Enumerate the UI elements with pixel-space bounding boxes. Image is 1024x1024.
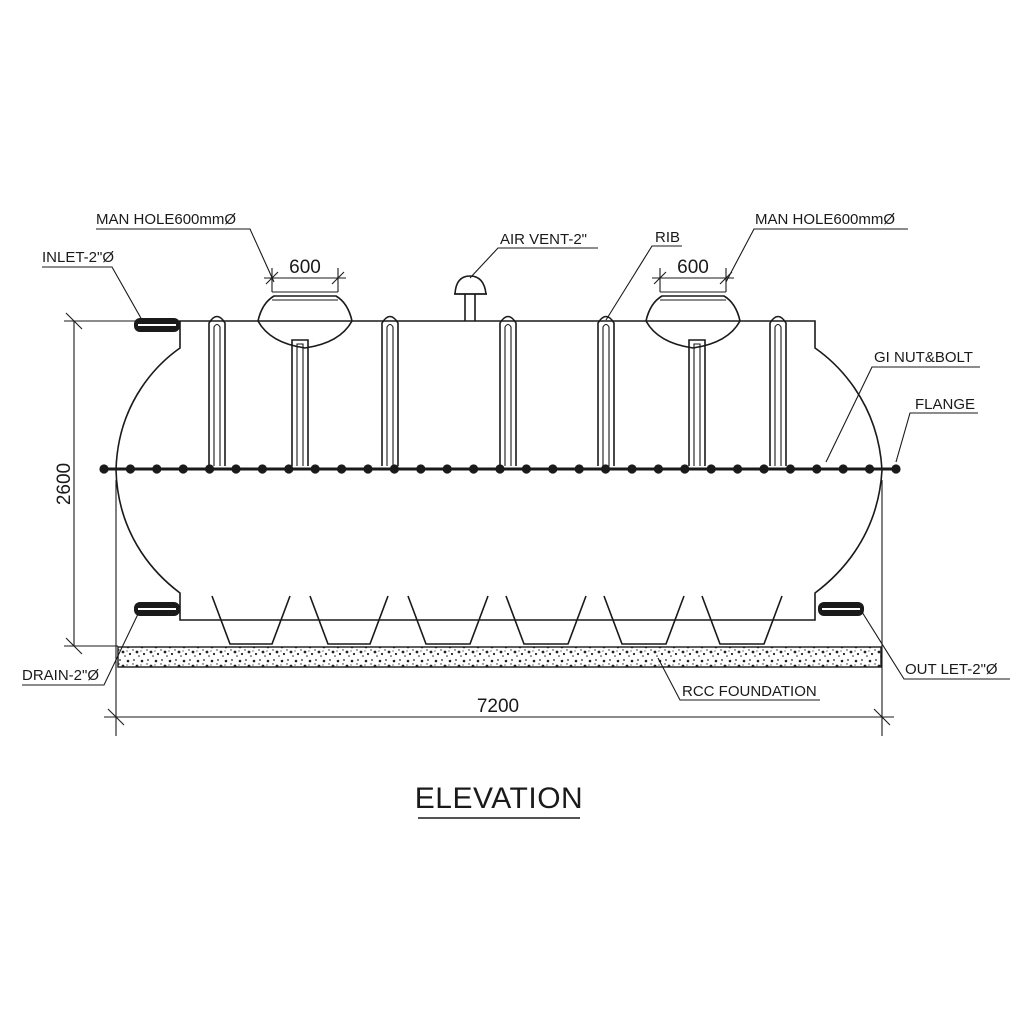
saddle [505, 595, 587, 645]
bolt [759, 464, 769, 474]
manhole-left-label: MAN HOLE600mmØ [96, 211, 236, 228]
bolt [257, 464, 267, 474]
bolt [389, 464, 399, 474]
rib [597, 315, 615, 466]
tank-saddles [211, 595, 783, 645]
rib [769, 315, 787, 466]
rcc-foundation [117, 646, 882, 668]
ribs [208, 315, 787, 466]
bolt [680, 464, 690, 474]
tank-body [115, 320, 883, 621]
air-vent [454, 275, 487, 321]
length-dimension-text: 7200 [477, 696, 519, 717]
bolt [653, 464, 664, 474]
rib [208, 315, 226, 466]
bolt [152, 464, 162, 474]
bolt [495, 464, 505, 474]
bolt [125, 464, 135, 474]
inlet-pipe [134, 318, 180, 332]
bolt [733, 464, 743, 474]
bolt [363, 464, 373, 474]
air-vent-label: AIR VENT-2" [500, 231, 587, 248]
height-dimension-text: 2600 [54, 463, 75, 505]
bolt [284, 464, 294, 474]
bolt [521, 464, 532, 474]
bolt [548, 464, 558, 474]
inlet-label: INLET-2"Ø [42, 249, 114, 266]
height-dimension [64, 312, 180, 655]
bolt [574, 464, 584, 474]
bolt [601, 464, 611, 474]
bolt [706, 464, 716, 474]
bolt [442, 464, 452, 474]
bolt [469, 464, 479, 474]
bolt [99, 464, 109, 474]
bolt [838, 464, 848, 474]
bolt [231, 464, 241, 474]
bolt [891, 464, 901, 474]
manhole-left [257, 291, 353, 349]
drawing-title: ELEVATION [415, 782, 583, 815]
bolt [785, 464, 796, 474]
bolt [205, 464, 215, 474]
bolt [865, 464, 875, 474]
rib [499, 315, 517, 466]
bolt [178, 464, 188, 474]
saddle [701, 595, 783, 645]
bolt [337, 464, 347, 474]
length-dimension [104, 480, 894, 736]
leaders [22, 228, 1010, 701]
drain-label: DRAIN-2"Ø [22, 667, 99, 684]
saddle [603, 595, 685, 645]
bolt [416, 464, 426, 474]
outlet-pipe [818, 602, 864, 616]
manhole-left-dimension-text: 600 [289, 257, 321, 278]
outlet-label: OUT LET-2"Ø [905, 661, 998, 678]
manhole-right [645, 291, 741, 349]
manhole-right-dimension-text: 600 [677, 257, 709, 278]
drain-pipe [134, 602, 180, 616]
bolt [627, 464, 637, 474]
rcc-foundation-label: RCC FOUNDATION [682, 683, 817, 700]
rib [381, 315, 399, 466]
gi-nut-bolts [99, 464, 901, 474]
saddle [407, 595, 489, 645]
gi-nut-bolt-label: GI NUT&BOLT [874, 349, 973, 366]
rib-label: RIB [655, 229, 680, 246]
rib [291, 339, 309, 466]
rib [688, 339, 706, 466]
bolt [310, 464, 320, 474]
manhole-right-dimension [652, 268, 734, 292]
saddle [309, 595, 389, 645]
flange-label: FLANGE [915, 396, 975, 413]
manhole-right-label: MAN HOLE600mmØ [755, 211, 895, 228]
saddle [211, 595, 291, 645]
bolt [812, 464, 822, 474]
